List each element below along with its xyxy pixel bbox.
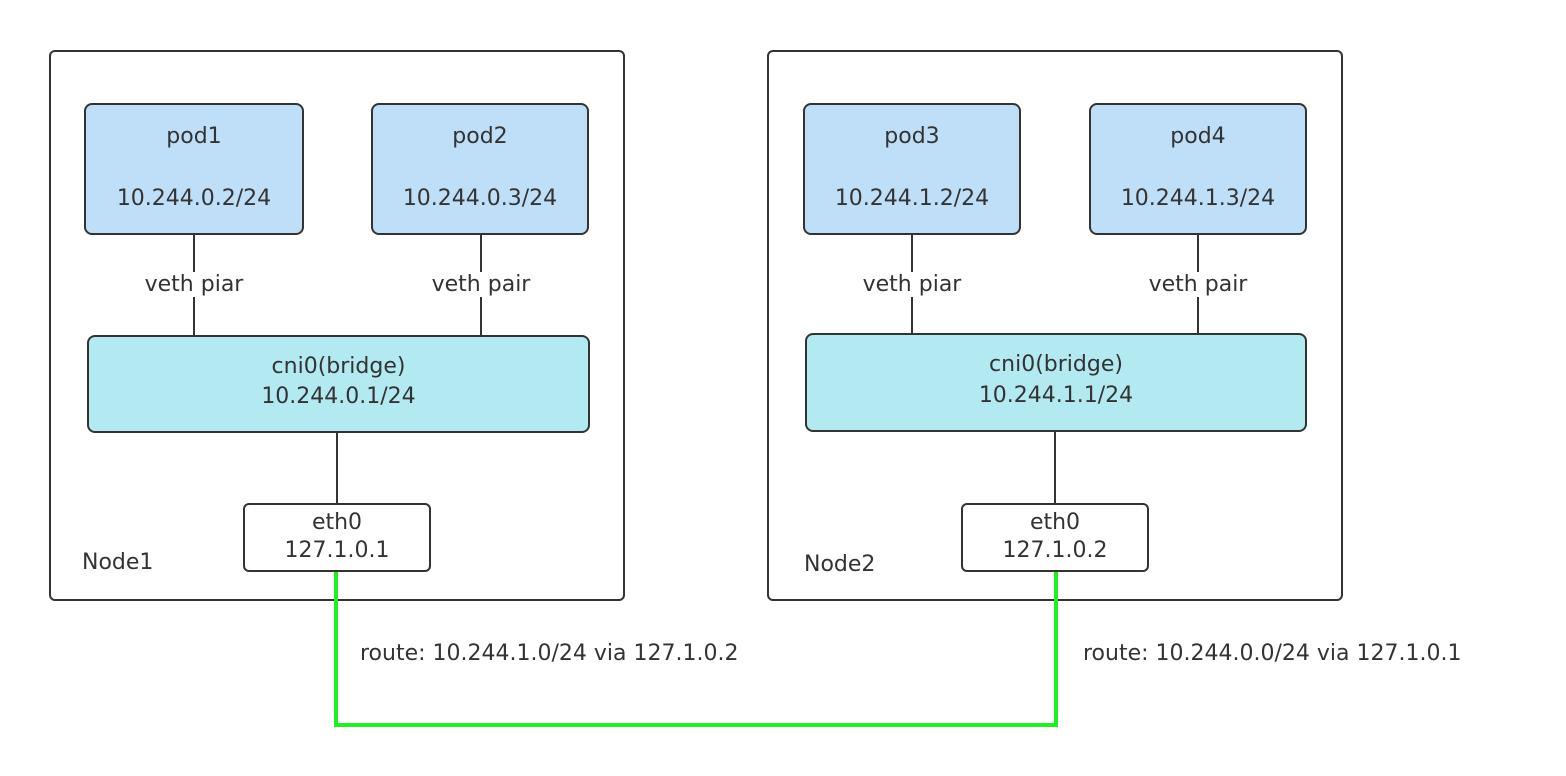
pod3-ip: 10.244.1.2/24: [834, 186, 990, 211]
pod4-box: [1089, 103, 1307, 235]
route-link-bottom-segment: [334, 723, 1058, 727]
node2-eth0-ip: 127.1.0.2: [1002, 538, 1108, 563]
pod3-box: [803, 103, 1021, 235]
node2-bridge-eth-line: [1054, 432, 1056, 503]
node1-bridge-eth-line: [336, 433, 338, 503]
route-link-right-segment: [1054, 572, 1058, 727]
node2-label: Node2: [804, 552, 876, 577]
pod2-ip: 10.244.0.3/24: [402, 186, 558, 211]
node2-bridge-ip: 10.244.1.1/24: [978, 383, 1134, 408]
node1-bridge-box: [87, 335, 590, 433]
node1-eth0-ip: 127.1.0.1: [284, 538, 390, 563]
pod1-box: [84, 103, 304, 235]
pod1-ip: 10.244.0.2/24: [116, 186, 272, 211]
node2-bridge-name: cni0(bridge): [989, 352, 1123, 377]
pod2-name: pod2: [452, 124, 508, 149]
node1-route-label: route: 10.244.1.0/24 via 127.1.0.2: [360, 641, 739, 666]
node2-eth0-name: eth0: [1029, 510, 1081, 535]
node1-bridge-ip: 10.244.0.1/24: [261, 384, 416, 409]
node1-eth0-name: eth0: [311, 510, 363, 535]
node1-bridge-name: cni0(bridge): [271, 354, 406, 379]
pod4-veth-label: veth pair: [1128, 272, 1268, 297]
pod3-veth-label: veth piar: [842, 272, 982, 297]
node1-label: Node1: [82, 550, 154, 575]
pod4-ip: 10.244.1.3/24: [1120, 186, 1276, 211]
pod1-name: pod1: [166, 124, 222, 149]
pod1-veth-label: veth piar: [124, 272, 264, 297]
pod2-box: [371, 103, 589, 235]
node1-eth0-box: [243, 503, 431, 572]
node2-route-label: route: 10.244.0.0/24 via 127.1.0.1: [1083, 641, 1462, 666]
node2-eth0-box: [961, 503, 1149, 572]
pod2-veth-label: veth pair: [411, 272, 551, 297]
route-link-left-segment: [334, 572, 338, 727]
node2-bridge-box: [805, 333, 1307, 432]
pod4-name: pod4: [1170, 124, 1226, 149]
pod3-name: pod3: [884, 124, 940, 149]
